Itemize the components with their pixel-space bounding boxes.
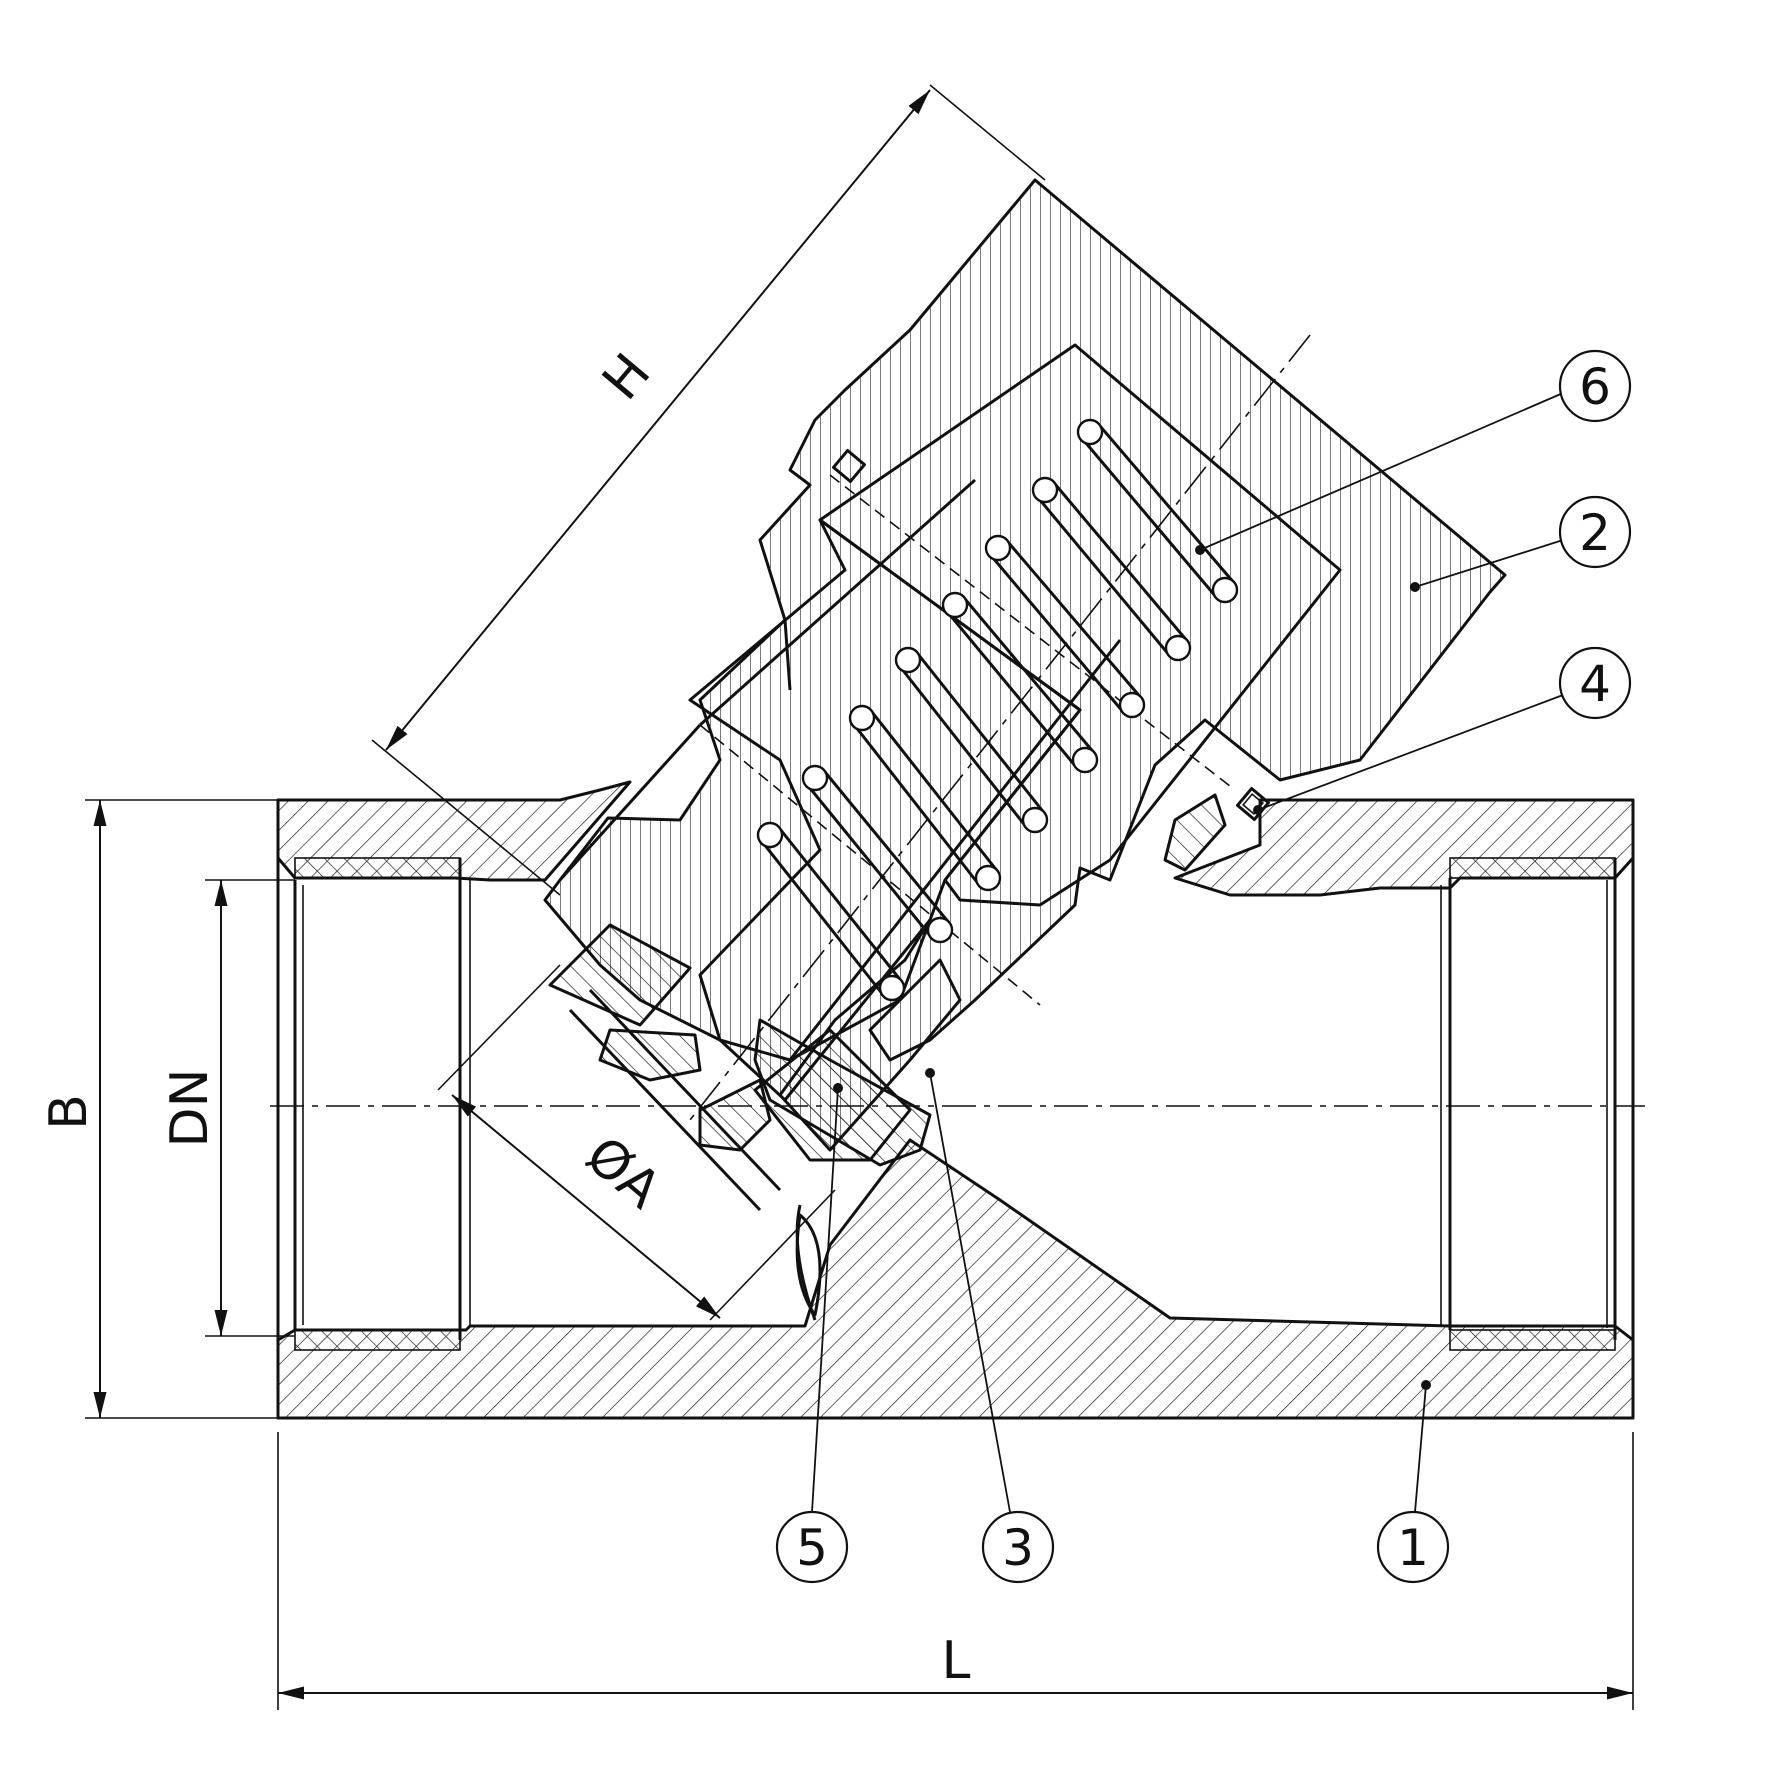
callout-4: 4: [1253, 646, 1632, 815]
spring-coil-end: [894, 646, 922, 674]
dimension-label-A: ØA: [574, 1125, 671, 1220]
dimension-label-H: H: [591, 343, 662, 412]
spring-coil-end: [984, 534, 1012, 562]
spring-coil-end: [926, 916, 954, 944]
callout-5-number: 5: [796, 1519, 828, 1577]
callout-1: 1: [1376, 1380, 1450, 1584]
spring-coil-end: [848, 704, 876, 732]
callout-3-number: 3: [1002, 1519, 1034, 1577]
dimension-DN: DN: [160, 879, 295, 1337]
dimension-label-B: B: [39, 1094, 99, 1130]
callout-3: 3: [925, 1068, 1055, 1584]
dimension-B: B: [39, 799, 278, 1419]
spring-coil-end: [1021, 806, 1049, 834]
dimension-label-DN: DN: [160, 1069, 220, 1148]
dimension-L: L: [277, 1432, 1634, 1710]
spring-coil-end: [1076, 418, 1104, 446]
spring-coil-end: [1031, 476, 1059, 504]
spring-coil-end: [756, 821, 784, 849]
spring-coil-end: [801, 764, 829, 792]
spring-coil-end: [941, 591, 969, 619]
callout-2: 2: [1410, 495, 1632, 592]
dimension-label-L: L: [942, 1631, 971, 1691]
valve-body: [276, 780, 1635, 1420]
spring-coil-end: [1118, 691, 1146, 719]
callout-1-number: 1: [1397, 1519, 1429, 1577]
bonnet-assembly: [543, 178, 1507, 1317]
spring-coil-end: [1211, 576, 1239, 604]
spring-coil-end: [1164, 634, 1192, 662]
callout-5: 5: [775, 1083, 849, 1584]
spring-coil-end: [1071, 746, 1099, 774]
spring-coil-end: [974, 864, 1002, 892]
spring-coil-end: [878, 974, 906, 1002]
callout-6-number: 6: [1579, 358, 1611, 416]
callout-4-number: 4: [1579, 655, 1611, 713]
callout-2-number: 2: [1579, 504, 1611, 562]
callout-6: 6: [1195, 349, 1632, 555]
